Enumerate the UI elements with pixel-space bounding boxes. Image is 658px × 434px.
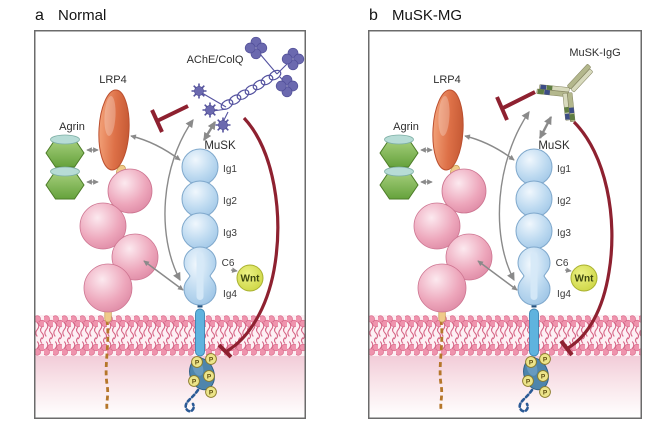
ig2-label: Ig2 [223, 196, 237, 207]
lrp4-ectodomain [98, 89, 130, 171]
lrp4-label: LRP4 [99, 74, 127, 86]
musk-ig1-domain [515, 148, 553, 186]
ache-colq-complex [190, 36, 305, 134]
panel-a-title: a [35, 7, 44, 25]
phospho-label: P [541, 373, 546, 380]
musk-ache-arrow [202, 120, 217, 142]
lrp4-receptor [413, 89, 493, 323]
interaction-arrows [86, 119, 238, 291]
cytoplasm-region [369, 356, 641, 418]
lrp4-tail [104, 319, 110, 410]
ache-globule [201, 101, 219, 119]
wnt-arrow [230, 267, 238, 273]
ig3-label: Ig3 [557, 228, 571, 239]
phospho-label: P [526, 378, 531, 385]
complex-label: MuSK-IgG [569, 47, 620, 59]
agrin-molecule [379, 134, 419, 200]
lrp4-ectodomain [432, 89, 464, 171]
inhibition-marks [150, 104, 280, 359]
ache-globule [190, 82, 208, 100]
lrp4-propeller-4 [83, 263, 133, 313]
phosphorylation-sites: P P P P P [188, 353, 217, 398]
agrin-molecule [45, 134, 85, 200]
wnt-label: Wnt [241, 274, 261, 285]
inhibition-tbar-stem [502, 90, 536, 110]
ig1-label: Ig1 [223, 164, 237, 175]
musk-tail [184, 388, 200, 413]
cell-membrane [35, 315, 305, 418]
inhibition-arc [226, 116, 280, 353]
lrp4-propeller-1 [107, 168, 153, 214]
panel-b-title-text: MuSK-MG [392, 7, 463, 24]
panel-a-letter: a [35, 7, 44, 24]
lrp4-ig4-arrow [143, 260, 184, 291]
phospho-label: P [543, 389, 548, 396]
agrin-label: Agrin [393, 121, 419, 133]
lrp4-propeller-1 [441, 168, 487, 214]
phospho-label: P [543, 356, 548, 363]
phospho-label: P [207, 373, 212, 380]
c6-label: C6 [222, 258, 235, 269]
musk-igg-arrow [538, 115, 553, 140]
ig3-label: Ig3 [223, 228, 237, 239]
musk-tail [518, 388, 534, 413]
panel-b-border [368, 30, 642, 419]
musk-ig3-domain [515, 212, 553, 250]
musk-ig2-domain [181, 180, 219, 218]
wnt-molecule: Wnt [236, 264, 264, 292]
lrp4-ig4-arrow [477, 260, 518, 291]
inhibition-tbar-head [495, 96, 509, 121]
panel-a-border [34, 30, 306, 419]
wnt-arrow [564, 267, 572, 273]
panel-a-title-text: Normal [58, 7, 107, 24]
musk-transmembrane [195, 308, 205, 357]
musk-label: MuSK [204, 140, 236, 152]
phospho-label: P [192, 378, 197, 385]
lrp4-propeller-2 [413, 202, 461, 250]
cytoplasm-region [35, 356, 305, 418]
ache-globule [214, 116, 232, 134]
interaction-arrows [420, 111, 572, 291]
musk-igg-antibody [536, 64, 593, 122]
inhibition-tbar-stem [156, 104, 189, 123]
phospho-label: P [529, 359, 534, 366]
ig1-label: Ig1 [557, 164, 571, 175]
musk-ig3-domain [181, 212, 219, 250]
phosphorylation-sites: P P P P P [522, 353, 551, 398]
panel-a-diagram: P P P P P Wnt [34, 30, 306, 419]
lrp4-label: LRP4 [433, 74, 461, 86]
panel-b-letter: b [369, 7, 378, 24]
musk-ig2-domain [515, 180, 553, 218]
ig2-label: Ig2 [557, 196, 571, 207]
inhibition-tbar-head [150, 109, 164, 133]
inhibition-marks [495, 90, 614, 357]
cell-membrane [369, 315, 641, 418]
lrp4-propeller-2 [79, 202, 127, 250]
panel-b-title: b [369, 7, 378, 25]
ig4-label: Ig4 [223, 289, 237, 300]
c6-label: C6 [556, 258, 569, 269]
inhibition-arc-head [217, 343, 233, 359]
lrp4-tail [438, 319, 444, 410]
phospho-label: P [195, 359, 200, 366]
agrin-label: Agrin [59, 121, 85, 133]
wnt-molecule: Wnt [570, 264, 598, 292]
phospho-label: P [209, 389, 214, 396]
colq-collagen-helix [220, 69, 282, 110]
panel-b-diagram: P P P P P Wnt [368, 30, 642, 419]
lrp4-propeller-4 [417, 263, 467, 313]
wnt-label: Wnt [575, 274, 595, 285]
inhibition-arc [567, 120, 614, 350]
inhibition-arc-head [559, 339, 574, 357]
musk-ig1-domain [181, 148, 219, 186]
ig4-label: Ig4 [557, 289, 571, 300]
complex-label: AChE/ColQ [187, 54, 244, 66]
musk-label: MuSK [538, 140, 570, 152]
phospho-label: P [209, 356, 214, 363]
musk-transmembrane [529, 308, 539, 357]
